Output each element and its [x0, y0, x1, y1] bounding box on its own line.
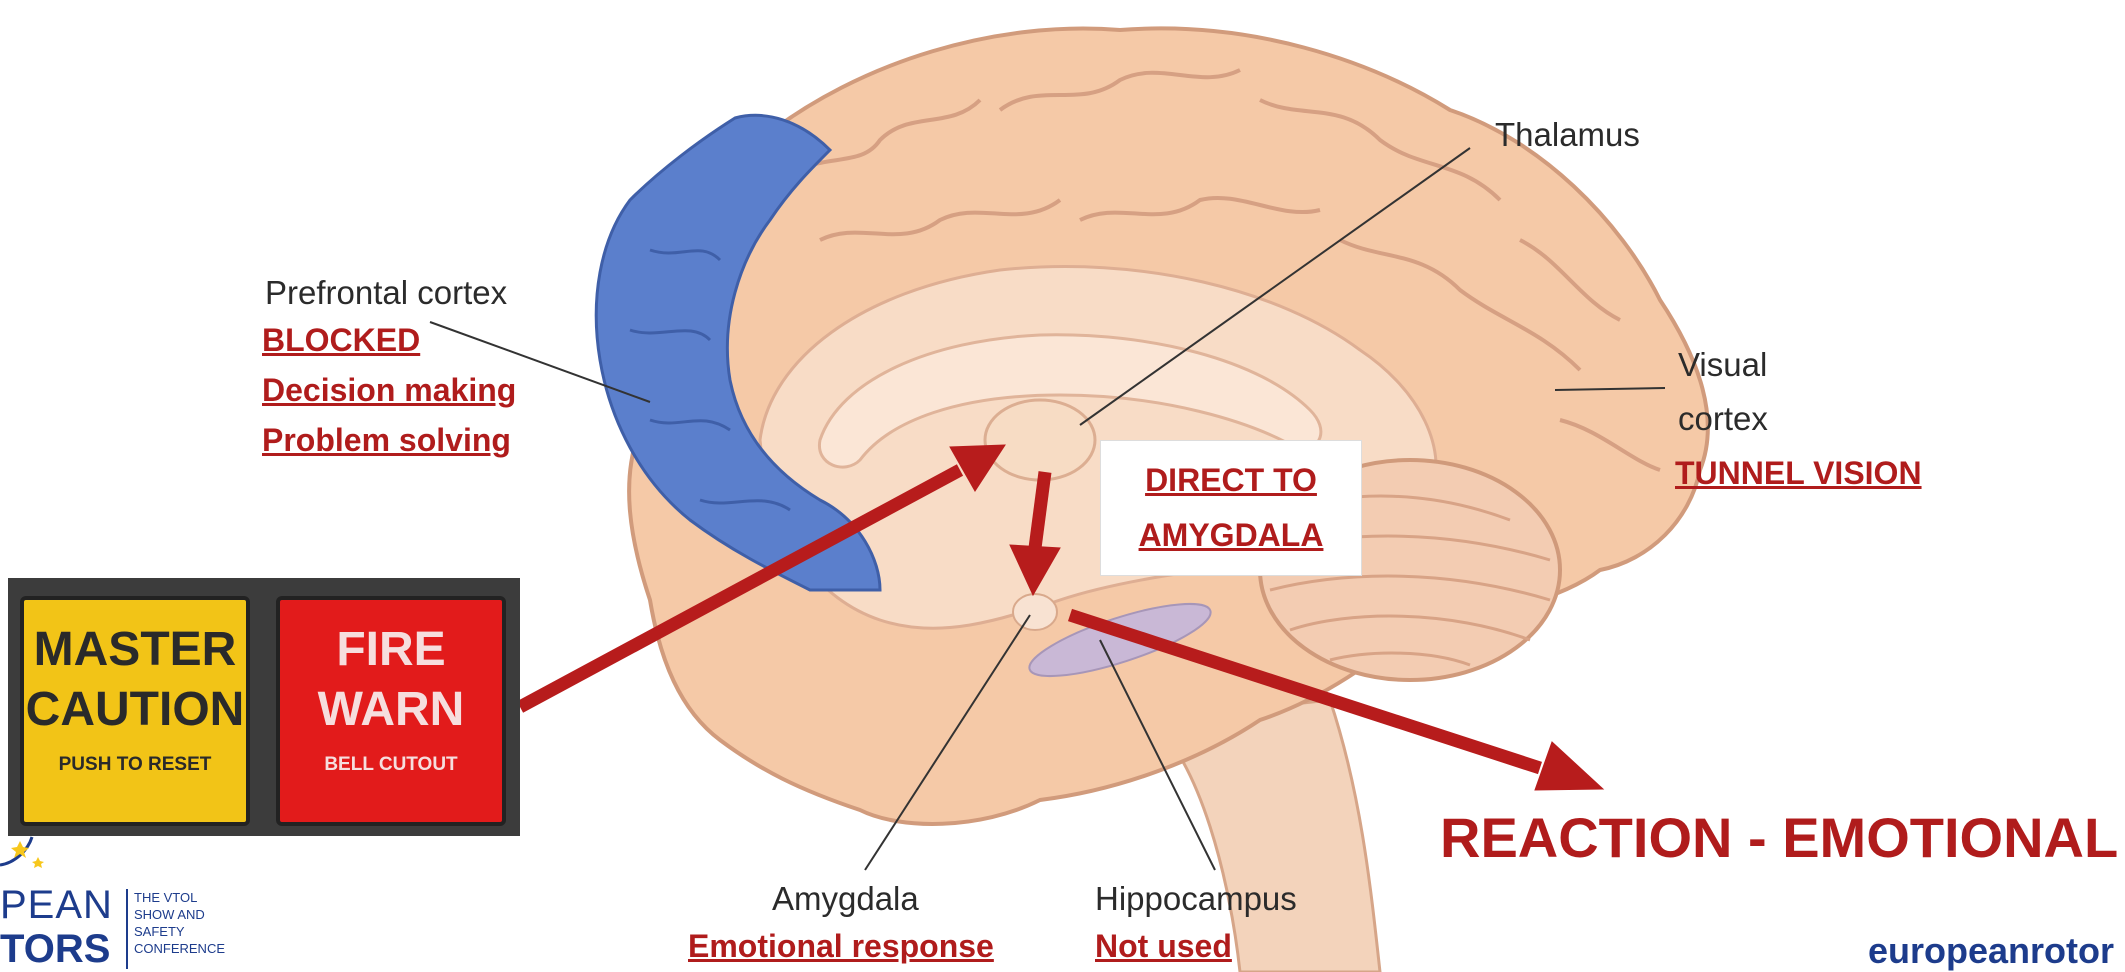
visual-label-line2: cortex: [1678, 400, 1768, 438]
direct-line1: DIRECT TO: [1111, 453, 1351, 508]
fire-line2: WARN: [280, 680, 502, 740]
european-rotors-logo: PEAN TORS THE VTOL SHOW AND SAFETY CONFE…: [0, 835, 220, 972]
tagline-1: THE VTOL: [134, 889, 225, 906]
blocked-note: BLOCKED: [262, 322, 420, 359]
reaction-emotional-heading: REACTION - EMOTIONAL: [1440, 805, 2118, 870]
logo-word2: TORS: [0, 927, 110, 972]
prefrontal-label: Prefrontal cortex: [265, 274, 507, 312]
direct-line2: AMYGDALA: [1111, 508, 1351, 563]
master-line1: MASTER: [24, 620, 246, 680]
tagline-4: CONFERENCE: [134, 940, 225, 957]
star-icon: [0, 835, 50, 875]
logo-divider: [126, 889, 128, 969]
thalamus-label: Thalamus: [1495, 116, 1640, 154]
decision-making-note: Decision making: [262, 372, 516, 409]
master-sub: PUSH TO RESET: [24, 754, 246, 776]
hippocampus-label: Hippocampus: [1095, 880, 1297, 918]
visual-label-line1: Visual: [1678, 346, 1767, 384]
tagline-2: SHOW AND: [134, 906, 225, 923]
master-line2: CAUTION: [24, 680, 246, 740]
emotional-response-note: Emotional response: [688, 928, 994, 965]
tunnel-vision-note: TUNNEL VISION: [1675, 455, 1922, 492]
fire-warn-button[interactable]: FIRE WARN BELL CUTOUT: [276, 596, 506, 826]
not-used-note: Not used: [1095, 928, 1232, 965]
direct-to-amygdala-box: DIRECT TO AMYGDALA: [1100, 440, 1362, 576]
tagline-3: SAFETY: [134, 923, 225, 940]
logo-tagline: THE VTOL SHOW AND SAFETY CONFERENCE: [134, 889, 225, 957]
amygdala-shape: [1013, 594, 1057, 630]
warning-panel: MASTER CAUTION PUSH TO RESET FIRE WARN B…: [8, 578, 520, 836]
thalamus-shape: [985, 400, 1095, 480]
logo-word1: PEAN: [0, 883, 113, 928]
amygdala-label: Amygdala: [772, 880, 919, 918]
master-caution-button[interactable]: MASTER CAUTION PUSH TO RESET: [20, 596, 250, 826]
problem-solving-note: Problem solving: [262, 422, 511, 459]
site-url[interactable]: europeanrotor: [1868, 930, 2114, 972]
fire-sub: BELL CUTOUT: [280, 754, 502, 776]
fire-line1: FIRE: [280, 620, 502, 680]
arrow-amygdala-to-reaction-head: [1535, 742, 1603, 790]
